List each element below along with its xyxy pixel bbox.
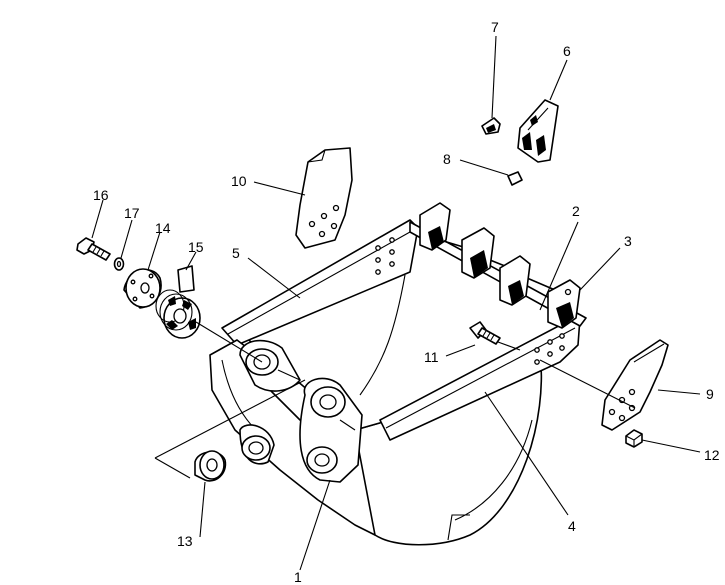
pin <box>507 171 523 186</box>
callout-9: 9 <box>706 386 714 402</box>
callout-8: 8 <box>443 151 451 167</box>
callout-17: 17 <box>124 205 140 221</box>
side-cutter-left <box>295 147 353 249</box>
callout-4: 4 <box>568 518 576 534</box>
assembly-lines <box>154 321 521 479</box>
shim-stack-15 <box>155 265 201 339</box>
teeth-row <box>419 202 581 329</box>
callout-7: 7 <box>491 19 499 35</box>
callout-2: 2 <box>572 203 580 219</box>
tooth-point <box>517 99 559 163</box>
callout-15: 15 <box>188 239 204 255</box>
lock-washer-17 <box>113 257 125 271</box>
callouts: 1 2 3 4 5 6 7 8 9 10 11 12 13 14 15 16 1… <box>93 19 720 585</box>
nut-12 <box>625 429 643 448</box>
callout-3: 3 <box>624 233 632 249</box>
callout-16: 16 <box>93 187 109 203</box>
callout-14: 14 <box>155 220 171 236</box>
callout-5: 5 <box>232 245 240 261</box>
bolt-16 <box>76 237 111 261</box>
side-cutter-right <box>601 339 669 431</box>
callout-1: 1 <box>294 569 302 585</box>
callout-12: 12 <box>704 447 720 463</box>
bucket-body <box>209 219 587 546</box>
callout-11: 11 <box>424 349 439 365</box>
bolt-11 <box>469 321 501 345</box>
callout-10: 10 <box>231 173 247 189</box>
callout-6: 6 <box>563 43 571 59</box>
washer-14 <box>123 268 162 309</box>
leader-lines <box>91 35 701 571</box>
bushing-13 <box>194 450 227 482</box>
callout-13: 13 <box>177 533 193 549</box>
lock-pin <box>481 117 501 135</box>
